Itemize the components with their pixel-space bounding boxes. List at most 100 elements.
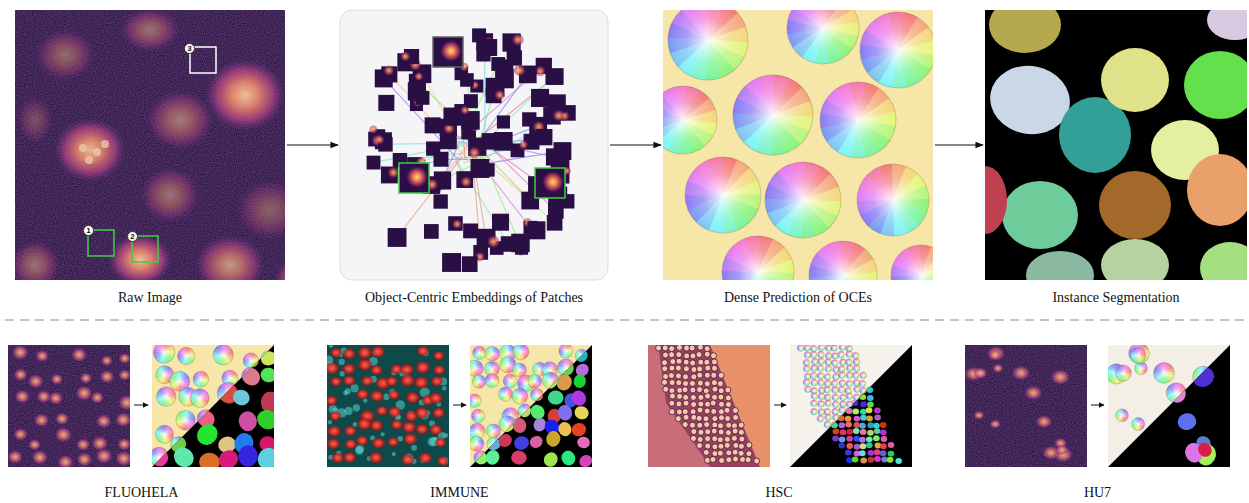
patch-marker	[535, 168, 565, 198]
embedding-blob	[855, 10, 933, 93]
cell-blob	[385, 376, 398, 387]
cell-blob	[433, 365, 446, 376]
instance-mask	[985, 166, 1007, 234]
illustration-part	[503, 374, 518, 389]
membrane-signal	[411, 445, 417, 451]
illustration-part	[663, 74, 729, 166]
cell-blob	[428, 392, 443, 405]
cell-blob	[327, 395, 338, 406]
patch	[492, 214, 509, 231]
cell-blob	[357, 346, 373, 359]
instance-mask	[177, 347, 196, 365]
cell-blob	[343, 375, 356, 386]
illustration-part	[498, 387, 513, 402]
instance-mask	[193, 420, 222, 449]
patch-glow	[452, 219, 462, 229]
patch-glow	[383, 65, 394, 76]
instance-mask	[152, 342, 176, 364]
embedding-blob	[510, 386, 531, 407]
instance-mask	[191, 369, 212, 389]
patch	[531, 89, 549, 107]
illustration-part	[510, 386, 531, 407]
cell-blob	[388, 390, 400, 400]
dataset-segmentation	[147, 342, 282, 473]
patch	[462, 256, 478, 272]
embedding-blob	[189, 387, 211, 409]
patch	[472, 28, 486, 42]
cell-blob	[342, 363, 356, 375]
illustration-part	[780, 10, 866, 71]
embedding-blob	[753, 150, 854, 251]
instance-mask	[242, 352, 260, 369]
cell-blob	[330, 376, 343, 387]
instance-mask	[175, 411, 195, 430]
cell-blob	[430, 376, 443, 387]
embedding-blob	[483, 344, 502, 363]
illustration-part	[845, 152, 933, 247]
illustration-part	[663, 74, 729, 166]
illustration-part	[498, 387, 513, 402]
embedding-blob	[889, 243, 933, 280]
embedding-blob	[153, 383, 180, 410]
patch	[425, 117, 441, 133]
patch	[497, 115, 510, 128]
instance-mask	[260, 367, 278, 384]
embedding-blob	[498, 387, 513, 402]
dataset-raw	[8, 345, 130, 467]
illustration-part	[483, 344, 502, 363]
cell-blob	[416, 345, 429, 356]
patch	[527, 221, 545, 239]
instance-mask	[177, 385, 199, 408]
cell-blob	[415, 423, 429, 435]
patch	[494, 132, 513, 151]
illustration-part	[15, 10, 285, 280]
patch-marker	[433, 37, 463, 67]
instance-mask	[1002, 181, 1078, 249]
illustration-part	[190, 368, 212, 390]
cell-blob	[327, 438, 340, 450]
cell-blob	[401, 454, 415, 466]
illustration-part	[176, 346, 195, 365]
illustration-part	[189, 387, 211, 409]
membrane-signal	[353, 404, 360, 411]
patch-glow	[460, 176, 472, 188]
embedding-blob	[780, 10, 866, 71]
instance-mask	[238, 445, 258, 468]
embedding-blob	[663, 10, 761, 93]
patch-glow	[542, 171, 564, 193]
illustration-part	[720, 62, 826, 168]
instance-mask	[1200, 242, 1247, 280]
illustration-part	[471, 409, 485, 423]
illustration-part	[855, 10, 933, 93]
illustration-part	[814, 76, 902, 164]
cell-blob	[387, 437, 399, 447]
patch	[463, 223, 478, 238]
illustration-part	[470, 345, 592, 467]
patch-glow	[468, 146, 481, 159]
cell-blob	[369, 419, 383, 431]
highlight-patch	[535, 168, 565, 198]
instance-mask	[238, 364, 263, 389]
illustration-part	[527, 374, 542, 389]
patch	[408, 82, 426, 100]
cell-blob	[343, 451, 357, 463]
illustration-part	[8, 345, 130, 467]
embedding-blob	[503, 374, 518, 389]
dataset-prediction	[146, 341, 283, 474]
illustration-part	[527, 374, 542, 389]
illustration-part	[889, 243, 933, 280]
patch-glow	[406, 166, 428, 188]
cell-blob	[370, 345, 385, 358]
embedding-blob	[685, 157, 762, 234]
instance-mask	[230, 387, 252, 408]
instance-mask	[1101, 48, 1169, 112]
cell-blob	[330, 348, 342, 359]
cell-blob	[344, 438, 357, 449]
patch-glow	[512, 33, 525, 46]
patch	[545, 70, 560, 85]
embedding-blob	[466, 392, 482, 408]
cell-blob	[413, 376, 429, 389]
illustration-part	[663, 10, 761, 93]
